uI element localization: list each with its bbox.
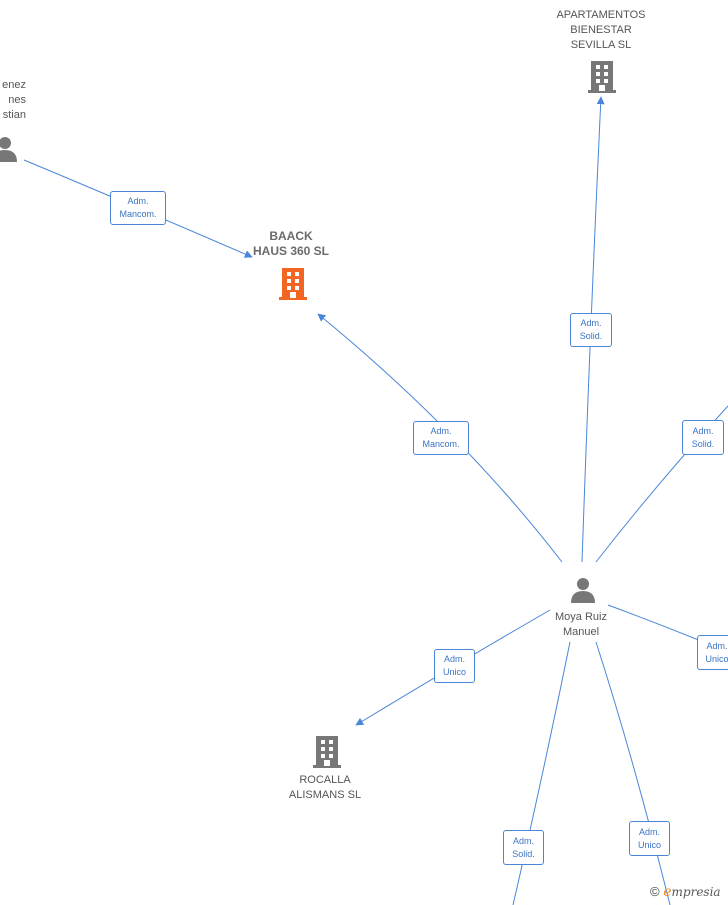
company-node-label-apartamentos[interactable]: APARTAMENTOS BIENESTAR SEVILLA SL [541, 8, 661, 53]
relation-label-line2: Unico [705, 653, 728, 664]
relation-label-line1: Adm. [512, 835, 534, 846]
relation-label-line2: Mancom. [119, 209, 157, 219]
person-name-line1: Moya Ruiz [555, 611, 607, 623]
relation-label-line1: Adm. [443, 654, 465, 664]
relation-label-line2: Unico [442, 667, 466, 677]
relation-label[interactable]: Adm. Solid. [570, 313, 612, 347]
person-name-line2: Manuel [562, 626, 600, 638]
company-name-line2: HAUS 360 SL [252, 244, 330, 258]
building-icon-highlighted[interactable] [277, 264, 309, 302]
relation-label[interactable]: Adm. Unico [697, 635, 728, 670]
building-icon[interactable] [586, 57, 618, 95]
relation-label-line1: Adm. [430, 426, 452, 436]
relation-label[interactable]: Adm. Unico [434, 649, 475, 683]
person-name-line2: nes [8, 94, 26, 106]
copyright-symbol: © [650, 884, 660, 899]
company-name-line2: ALISMANS SL [288, 789, 362, 801]
company-node-label-rocalla[interactable]: ROCALLA ALISMANS SL [275, 773, 375, 803]
relation-label[interactable]: Adm. Unico [629, 821, 670, 856]
brand-name: mpresia [671, 885, 721, 899]
person-node-label-partial[interactable]: enez nes stian [0, 78, 26, 123]
relation-label[interactable]: Adm. Solid. [503, 830, 544, 865]
relation-label-line2: Solid. [579, 331, 603, 341]
company-name-line1: ROCALLA [299, 774, 351, 786]
brand-logo: empresia [663, 884, 721, 900]
company-node-label-baack[interactable]: BAACK HAUS 360 SL [241, 229, 341, 259]
company-name-line3: SEVILLA SL [570, 39, 632, 51]
building-icon[interactable] [311, 732, 343, 770]
relation-label-line2: Mancom. [422, 439, 460, 449]
edge-moya-to-bottom-right [595, 641, 671, 905]
relation-label[interactable]: Adm. Solid. [682, 420, 724, 455]
relation-label[interactable]: Adm. Mancom. [110, 191, 166, 225]
relation-label-line1: Adm. [638, 826, 660, 837]
company-name-line1: BAACK [269, 229, 313, 243]
relation-label-line1: Adm. [706, 640, 728, 651]
person-icon[interactable] [0, 134, 20, 164]
copyright-watermark: © empresia [650, 884, 721, 900]
relation-label-line2: Unico [637, 839, 661, 850]
brand-initial: e [663, 884, 672, 900]
company-name-line2: BIENESTAR [570, 24, 632, 36]
person-name-line1: enez [2, 79, 26, 91]
company-name-line1: APARTAMENTOS [556, 9, 646, 21]
relation-label[interactable]: Adm. Mancom. [413, 421, 469, 455]
relation-label-line1: Adm. [580, 318, 602, 328]
person-node-label-moya[interactable]: Moya Ruiz Manuel [541, 610, 621, 640]
person-name-line3: stian [2, 109, 26, 121]
relation-label-line1: Adm. [692, 425, 714, 436]
relation-label-line2: Solid. [691, 438, 715, 449]
edge-moya-to-bottom-left [512, 641, 571, 905]
relation-label-line1: Adm. [127, 196, 149, 206]
person-icon[interactable] [568, 575, 598, 605]
relation-label-line2: Solid. [512, 848, 535, 859]
